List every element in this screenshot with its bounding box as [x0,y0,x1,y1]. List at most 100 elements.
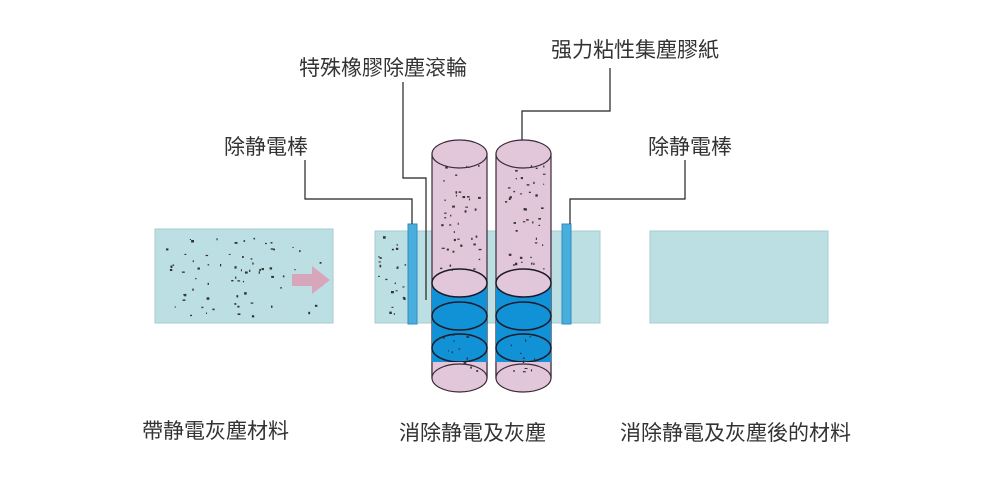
dust-particle [524,208,527,211]
dust-particle [542,173,546,175]
dust-particle [383,236,386,239]
dust-particle [525,339,527,342]
dust-particle [478,196,481,199]
dust-particle [510,344,513,347]
dust-particle [242,256,244,258]
clean-material [649,230,829,324]
dust-particle [294,269,296,271]
dust-particle [531,262,533,265]
dust-particle [231,280,234,282]
roller-ring [431,301,488,331]
dust-particle [455,191,458,194]
dust-particle [535,237,537,240]
dust-particle [379,257,382,259]
dust-particle [236,295,239,298]
dust-particle [206,312,207,314]
dust-particle [543,268,545,270]
dust-particle [460,244,463,247]
dust-particle [508,253,512,256]
dust-particle [543,183,545,185]
dust-particle [394,282,396,285]
dust-particle [191,240,194,243]
dust-particle [534,242,538,244]
dust-particle [521,261,523,263]
dust-particle [478,165,480,167]
dust-particle [515,230,518,232]
dust-particle [473,243,476,246]
dust-particle [457,238,460,240]
dust-particle [389,311,392,314]
dust-particle [462,196,466,199]
dust-particle [269,267,273,270]
dust-particle [192,260,194,263]
dust-particle [470,366,472,369]
dust-particle [182,299,186,301]
leader-roller [402,82,427,300]
dust-particle [449,224,452,226]
dust-particle [526,184,530,186]
dust-particle [451,351,453,354]
dust-particle [235,276,237,279]
dust-particle [464,210,467,213]
dust-particle [452,205,455,208]
dust-particle [519,193,523,195]
dust-particle [455,174,458,176]
leader-tape [521,68,611,140]
dust-particle [319,262,322,264]
dust-particle [543,165,545,168]
leader-static-right [569,160,686,224]
dust-particle [385,278,388,281]
dust-particle [243,240,246,242]
dust-particle [515,169,518,172]
dust-particle [446,248,449,251]
dust-particle [378,275,380,277]
roller-ring [495,301,552,331]
dust-particle [195,278,197,280]
dust-particle [474,208,477,211]
dust-particle [220,264,222,267]
caption-before: 帶静電灰塵材料 [142,419,289,443]
dust-particle [207,282,209,285]
dust-particle [237,305,240,308]
dust-particle [469,198,471,201]
dust-particle [378,256,380,258]
dust-particle [172,264,175,266]
dust-particle [244,292,247,295]
dust-particle [258,271,260,274]
dust-particle [535,194,538,197]
dust-particle [522,360,525,363]
dust-particle [533,262,535,265]
dust-particle [184,293,187,297]
label-static-bar-left: 除静電棒 [224,135,308,159]
dust-particle [378,261,381,263]
dust-particle [513,370,515,372]
dust-particle [250,258,253,260]
dust-particle [522,221,526,223]
dust-particle [237,280,241,282]
dust-particle [475,235,478,238]
dust-particle [449,264,452,267]
dust-particle [520,177,523,180]
label-roller: 特殊橡膠除塵滾輪 [299,56,467,80]
dust-particle [308,311,311,315]
dust-particle [535,167,538,169]
dust-particle [522,357,525,359]
roller-ring [431,268,488,298]
dust-particle [192,288,194,291]
dust-particle [205,254,209,257]
adhesive-tape-roller [495,139,552,393]
dust-particle [252,262,254,265]
dust-particle [476,370,479,372]
dust-particle [391,291,394,294]
dust-particle [403,297,406,300]
dust-particle [184,253,187,255]
dust-particle [271,275,274,278]
dust-particle [444,217,447,219]
dust-particle [391,248,394,251]
dusty-material [154,228,334,324]
dust-particle [457,222,459,225]
dust-particle [515,262,518,266]
dust-particle [468,166,470,168]
dust-particle [530,256,532,258]
